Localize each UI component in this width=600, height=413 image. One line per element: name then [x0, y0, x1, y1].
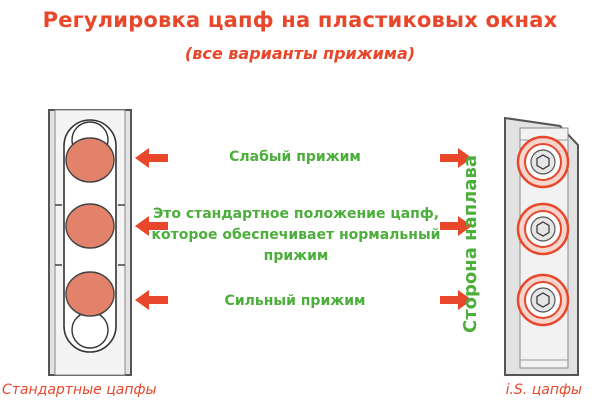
arrow-left-standard [135, 216, 168, 236]
is-cam-top [516, 135, 570, 189]
label-strong-pressure: Сильный прижим [224, 293, 366, 309]
arrow-right-standard [440, 216, 472, 236]
arrow-right-strong [440, 290, 472, 310]
caption-standard-cams: Стандартные цапфы [2, 382, 157, 398]
label-standard-position: Это стандартное положение цапф, которое … [151, 206, 441, 264]
cam-standard [65, 203, 115, 249]
is-cam-bottom [516, 273, 570, 327]
caption-is-cams: i.S. цапфы [505, 382, 582, 398]
label-weak-pressure: Слабый прижим [229, 149, 361, 165]
diagram-subtitle: (все варианты прижима) [184, 44, 416, 63]
is-cam-middle [516, 202, 570, 256]
arrow-left-weak [135, 148, 168, 168]
arrow-left-strong [135, 290, 168, 310]
diagram-title: Регулировка цапф на пластиковых окнах [42, 8, 558, 32]
cam-strong [65, 271, 115, 317]
side-label-vertical: Сторона наплава [460, 155, 481, 333]
arrow-right-weak [440, 148, 472, 168]
cam-weak [65, 137, 115, 183]
